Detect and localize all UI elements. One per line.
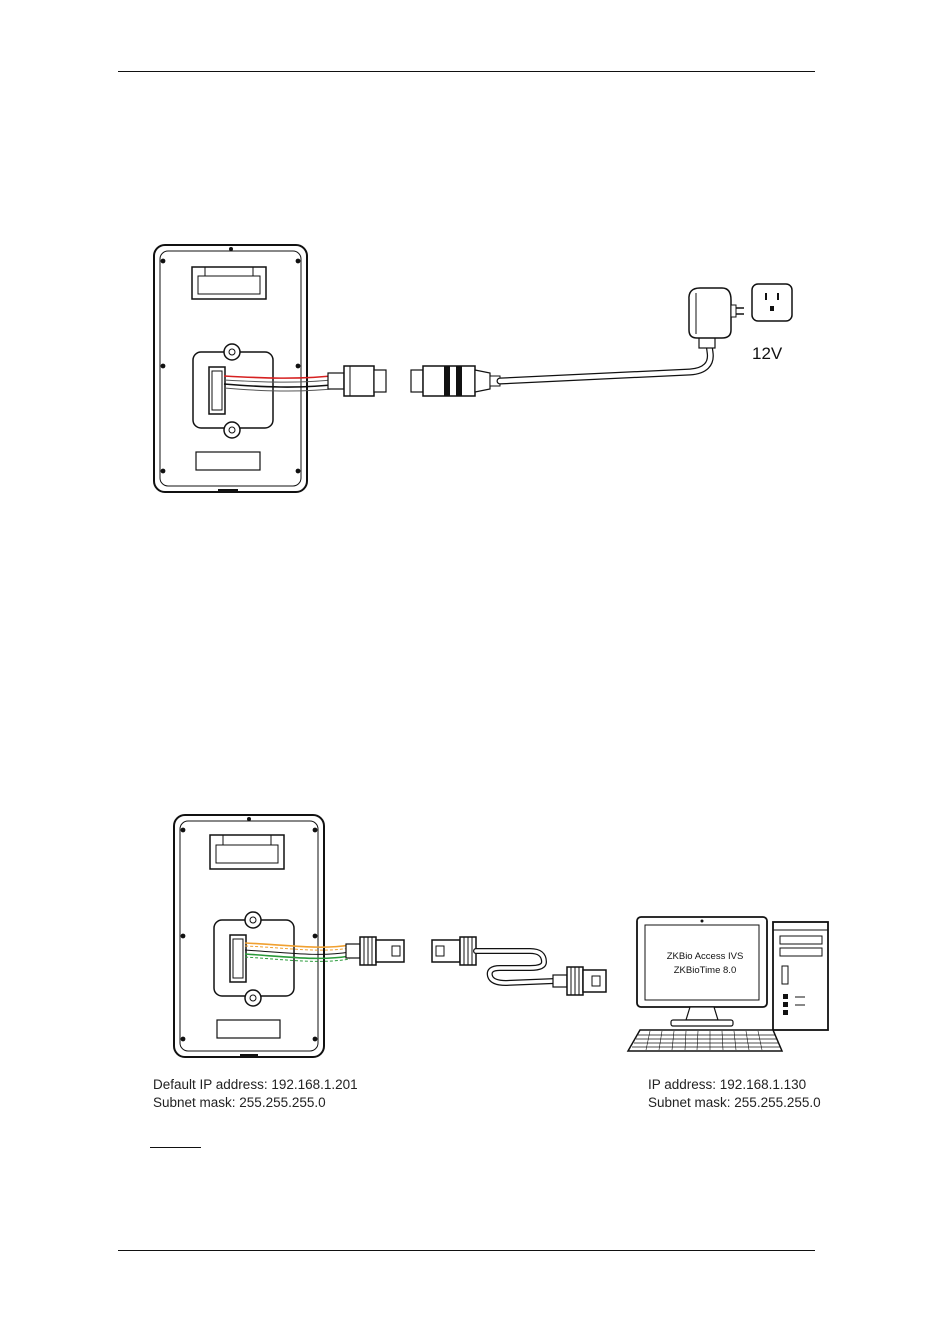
note-underline	[150, 1147, 201, 1148]
device-dc-connector	[328, 366, 386, 396]
network-cable	[432, 937, 606, 995]
voltage-label: 12V	[752, 344, 782, 364]
device-back-panel-power	[154, 245, 307, 492]
adapter-dc-plug	[411, 366, 500, 396]
pc-ip-label: IP address: 192.168.1.130	[648, 1077, 806, 1093]
pc-software-1: ZKBio Access IVS	[667, 951, 744, 962]
ethernet-diagram: ZKBio Access IVS ZKBioTime 8.0	[174, 815, 828, 1057]
power-diagram	[154, 245, 792, 492]
device-ip-label: Default IP address: 192.168.1.201	[153, 1077, 358, 1093]
computer-tower-icon	[773, 922, 828, 1030]
device-rj45-connector	[346, 937, 404, 965]
pc-mask-label: Subnet mask: 255.255.255.0	[648, 1095, 821, 1111]
device-back-panel-ethernet	[174, 815, 324, 1057]
power-adapter-icon	[689, 288, 744, 348]
device-mask-label: Subnet mask: 255.255.255.0	[153, 1095, 326, 1111]
keyboard-icon	[628, 1030, 782, 1051]
wall-socket-icon	[752, 284, 792, 321]
pc-software-2: ZKBioTime 8.0	[674, 965, 736, 976]
